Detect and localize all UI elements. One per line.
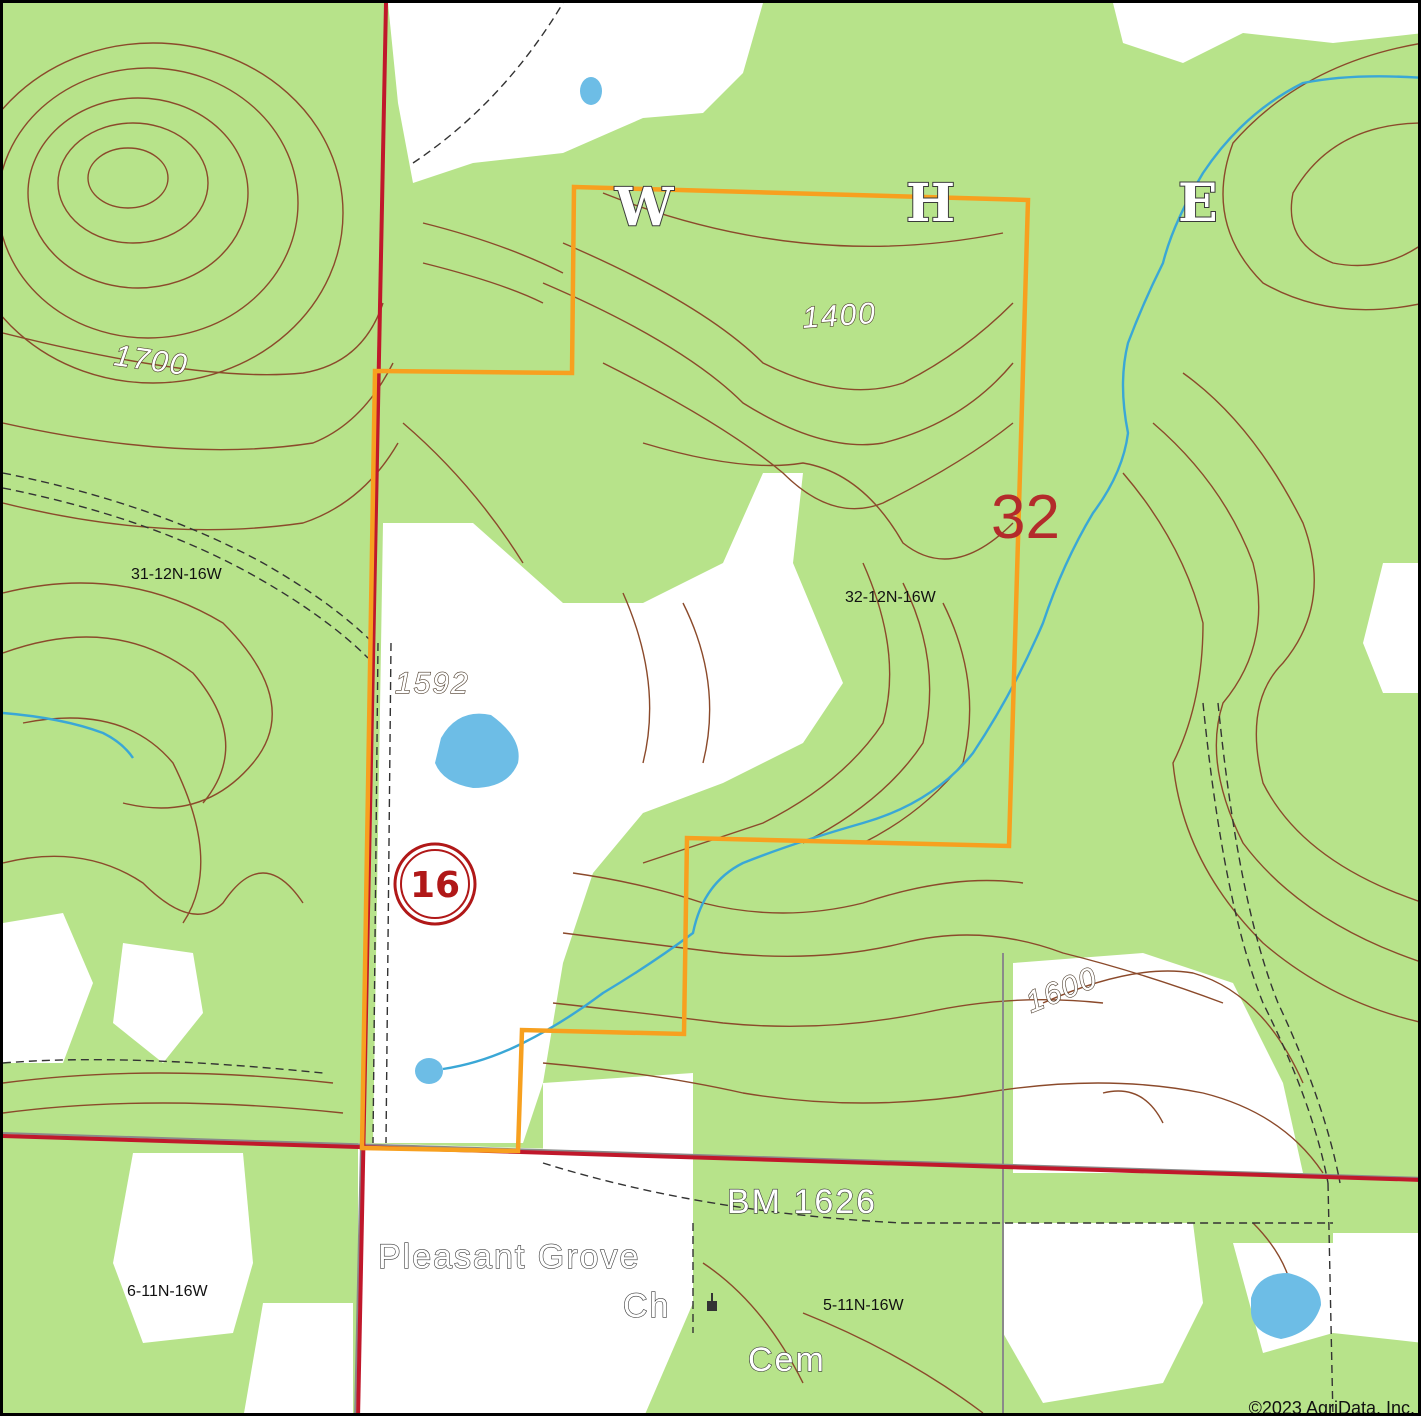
pond-icon [1251, 1273, 1321, 1339]
map-canvas[interactable]: W H E 1700 1400 1592 1600 32 31-12N-16W … [3, 3, 1421, 1416]
benchmark-label: BM 1626 [727, 1183, 877, 1221]
map-letter-e: E [1178, 173, 1218, 234]
elevation-label-1592: 1592 [395, 667, 470, 700]
elevation-label-1400: 1400 [801, 297, 878, 335]
place-label-church: Ch [623, 1287, 670, 1325]
route-shield-number: 16 [410, 865, 460, 906]
section-label-32: 32-12N-16W [845, 589, 937, 606]
section-label-31: 31-12N-16W [131, 566, 223, 583]
place-label-cemetery: Cem [748, 1341, 826, 1379]
section-label-6: 6-11N-16W [127, 1283, 209, 1300]
section-label-5: 5-11N-16W [823, 1297, 905, 1314]
copyright-notice: ©2023 AgriData, Inc. [1249, 1398, 1415, 1416]
stream-icon [3, 711, 134, 759]
map-letter-w: W [614, 177, 675, 238]
pond-icon [580, 77, 602, 105]
highway-16-road [356, 3, 388, 1413]
church-icon [707, 1293, 717, 1311]
property-boundary[interactable] [359, 184, 1031, 1154]
pond-icon [435, 713, 519, 788]
place-label-pleasant-grove: Pleasant Grove [378, 1238, 640, 1276]
minor-roads [3, 3, 1341, 1413]
main-roads [3, 3, 1418, 1413]
section-number: 32 [991, 483, 1060, 552]
route-shield-icon: 16 [393, 842, 477, 926]
water-bodies [415, 77, 1321, 1339]
clearings [3, 3, 1418, 1413]
stream-icon [442, 75, 1418, 1071]
east-west-road [3, 1134, 1418, 1182]
map-letter-h: H [906, 173, 955, 234]
pond-icon [415, 1058, 443, 1084]
streams [3, 75, 1418, 1071]
contour-lines [3, 42, 1418, 1413]
